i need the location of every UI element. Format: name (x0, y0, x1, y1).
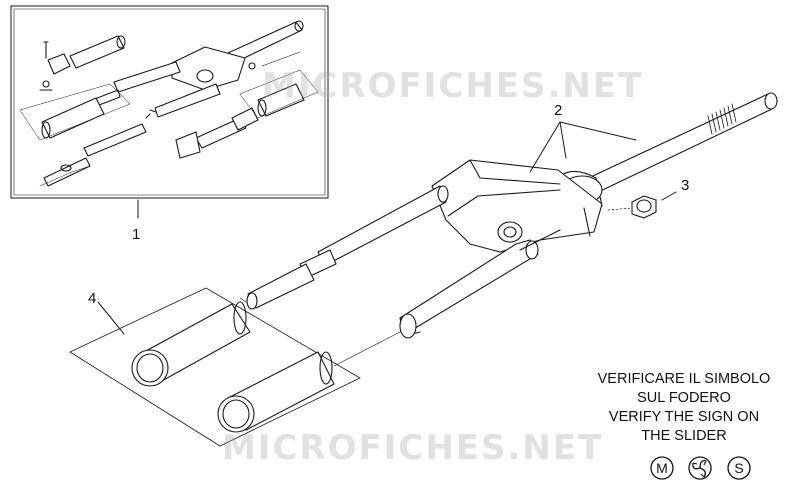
note-line-2: SUL FODERO (637, 390, 731, 406)
note-line-4: THE SLIDER (641, 428, 727, 444)
inset-frame (10, 5, 329, 199)
callout-3-leader (661, 191, 677, 201)
callout-4-leader (97, 301, 125, 335)
note-line-1: VERIFICARE IL SIMBOLO (597, 371, 771, 387)
note-line-3: VERIFY THE SIGN ON (608, 409, 760, 425)
symbol-m-icon: M (650, 456, 674, 480)
symbol-m-letter: M (656, 460, 668, 476)
watermark-bottom: MICROFICHES.NET (222, 428, 604, 468)
watermark-top: MICROFICHES.NET (262, 66, 644, 106)
callout-3: 3 (681, 177, 690, 194)
callout-2: 2 (554, 102, 563, 119)
symbol-swirl-icon (688, 456, 712, 480)
main-fork (246, 92, 778, 339)
symbol-s-icon: S (727, 456, 751, 480)
fork-covers (69, 287, 401, 447)
fork-crown (431, 159, 603, 253)
callout-1: 1 (132, 226, 141, 243)
callout-2-leader (529, 121, 637, 173)
slider-symbols: M S (650, 456, 751, 480)
fork-nut (607, 195, 657, 219)
symbol-s-letter: S (734, 460, 743, 476)
inset-exploded-view (10, 5, 329, 199)
callout-4: 4 (88, 290, 97, 307)
steering-tube (579, 93, 775, 197)
slider-note: VERIFICARE IL SIMBOLO SUL FODERO VERIFY … (568, 370, 800, 446)
